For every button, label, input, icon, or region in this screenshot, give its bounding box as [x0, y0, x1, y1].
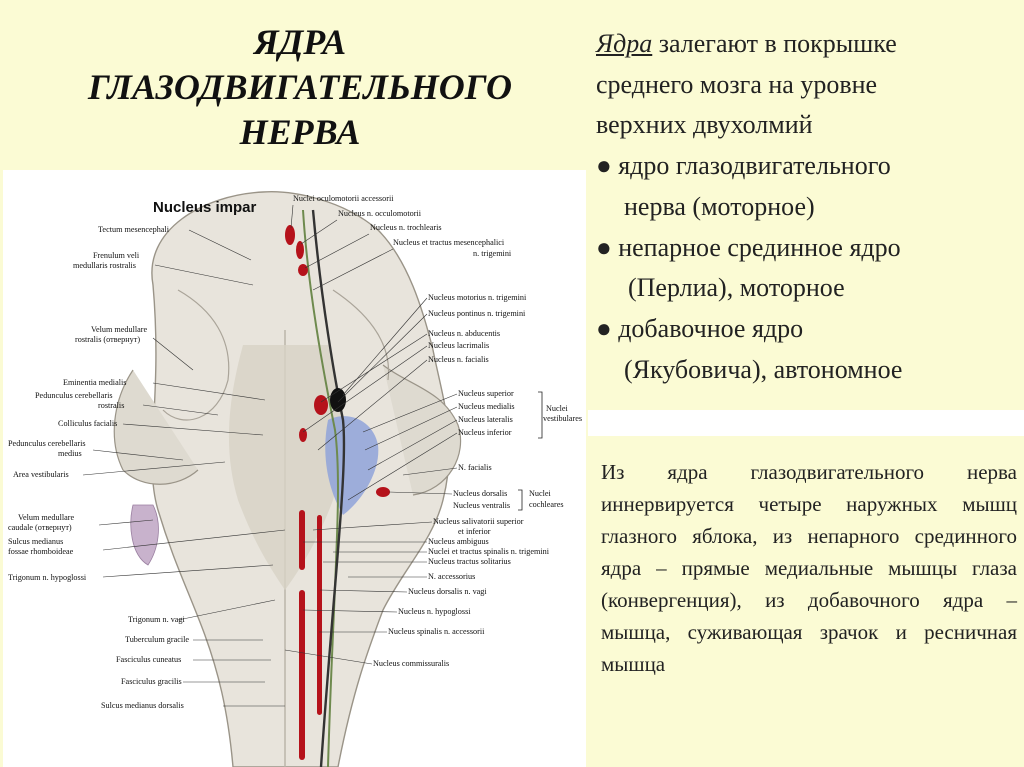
nucleus-oculomotor-accessory	[285, 225, 295, 245]
right-label-6: Nucleus superior	[458, 389, 514, 398]
left-label-18: Trigonum n. vagi	[128, 615, 186, 624]
right-label-7: Nucleus medialis	[458, 402, 515, 411]
left-label-5: rostralis (отвернут)	[75, 335, 140, 344]
right-label-14: et inferior	[458, 527, 491, 536]
right-label-21: Nucleus spinalis n. accessorii	[388, 627, 485, 636]
right-label-1: Nucleus motorius n. trigemini	[428, 293, 527, 302]
right-label-22: Nucleus commissuralis	[373, 659, 449, 668]
tract-green	[302, 209, 339, 767]
right-label-18: N. accessorius	[428, 572, 475, 581]
left-label-4: Velum medullare	[91, 325, 148, 334]
bullet-perlia-nucleus: ● непарное срединное ядро (Перлиа), мото…	[596, 228, 1016, 309]
right-label-2: Nucleus pontinus n. trigemini	[428, 309, 526, 318]
right-label-13: Nucleus salivatorii superior	[433, 517, 524, 526]
right-label-8: Nucleus lateralis	[458, 415, 513, 424]
left-label-22: Sulcus medianus dorsalis	[101, 701, 184, 710]
right-label-16: Nuclei et tractus spinalis n. trigemini	[428, 547, 550, 556]
right-label-12: Nucleus ventralis	[453, 501, 510, 510]
right-label-3: Nucleus n. abducentis	[428, 329, 500, 338]
left-label-17: Trigonum n. hypoglossi	[8, 573, 87, 582]
right-label-15: Nucleus ambiguus	[428, 537, 489, 546]
bullet-oculomotor-nucleus: ● ядро глазодвигательного нерва (моторно…	[596, 146, 1016, 227]
right-label-4: Nucleus lacrimalis	[428, 341, 489, 350]
left-label-6: Eminentia medialis	[63, 378, 126, 387]
rhomboid-fossa	[228, 345, 343, 590]
intro-line-3: верхних двухолмий	[596, 110, 813, 140]
vestibular-brace	[538, 391, 543, 439]
right-label-17: Nucleus tractus solitarius	[428, 557, 511, 566]
nucleus-hypoglossal	[299, 590, 305, 760]
left-label-14: caudale (отвернут)	[8, 523, 72, 532]
left-label-19: Tuberculum gracile	[125, 635, 189, 644]
left-label-12: Area vestibularis	[13, 470, 69, 479]
bullet-yakubovich-nucleus: ● добавочное ядро (Якубовича), автономно…	[596, 309, 1016, 390]
section-divider	[588, 410, 1024, 436]
title-line-3: НЕРВА	[239, 112, 361, 152]
nucleus-motor-trigeminal	[330, 388, 346, 412]
title-line-2: ГЛАЗОДВИГАТЕЛЬНОГО	[88, 67, 512, 107]
right-peduncle	[382, 364, 462, 496]
bullet-1-line-2: нерва (моторное)	[624, 191, 815, 221]
top-label-4: Nucleus et tractus mesencephalici	[393, 238, 505, 247]
velum-right	[332, 289, 390, 381]
right-label-19: Nucleus dorsalis n. vagi	[408, 587, 487, 596]
leader-lines	[82, 204, 458, 707]
right-label-9: Nucleus inferior	[458, 428, 512, 437]
intro-line-1-rest: залегают в покрышке	[652, 29, 897, 58]
left-label-21: Fasciculus gracilis	[121, 677, 182, 686]
left-peduncle	[113, 369, 199, 485]
left-label-2: Frenulum veli	[93, 251, 140, 260]
left-label-15: Sulcus medianus	[8, 537, 63, 546]
left-label-20: Fasciculus cuneatus	[116, 655, 181, 664]
left-label-10: Pedunculus cerebellaris	[8, 439, 86, 448]
left-label-13: Velum medullare	[18, 513, 75, 522]
left-label-1: Tectum mesencephali	[98, 225, 170, 234]
group-cochlear-2: cochleares	[529, 500, 564, 509]
top-label-3: Nucleus n. trochlearis	[370, 223, 442, 232]
nucleus-lacrimal	[299, 428, 307, 442]
bullet-2-line-2: (Перлиа), моторное	[628, 273, 845, 303]
intro-keyword: Ядра	[596, 29, 653, 58]
choroid-plexus	[130, 504, 159, 566]
group-cochlear-1: Nuclei	[529, 489, 552, 498]
nucleus-oculomotor	[296, 241, 304, 259]
slide-title: ЯДРА ГЛАЗОДВИГАТЕЛЬНОГО НЕРВА	[20, 20, 580, 155]
nucleus-cochlear	[376, 487, 390, 497]
left-label-11: medius	[58, 449, 82, 458]
top-label-5: n. trigemini	[473, 249, 512, 258]
innervation-paragraph: Из ядра глазодвигательного нерва иннерви…	[601, 460, 1017, 676]
top-label-2: Nucleus n. occulomotorii	[338, 209, 422, 218]
right-label-10: N. facialis	[458, 463, 492, 472]
group-vestibular-1: Nuclei	[546, 404, 569, 413]
intro-text-block: Ядра залегают в покрышке среднего мозга …	[596, 24, 1016, 390]
title-line-1: ЯДРА	[253, 22, 347, 62]
velum-left	[162, 289, 230, 421]
group-vestibular-2: vestibulares	[543, 414, 582, 423]
top-label-1: Nuclei oculomotorii accessorii	[293, 194, 394, 203]
cochlear-brace	[518, 489, 523, 511]
brainstem-illustration: Nucleus impar Nuclei oculomotorii access…	[8, 191, 582, 767]
nucleus-abducens	[314, 395, 328, 415]
bullet-1-line-1: ● ядро глазодвигательного	[596, 151, 891, 181]
intro-line-1: Ядра залегают в покрышке	[596, 24, 1016, 65]
right-label-20: Nucleus n. hypoglossi	[398, 607, 471, 616]
bullet-2-line-1: ● непарное срединное ядро	[596, 232, 901, 262]
intro-line-2: среднего мозга на уровне	[596, 69, 878, 99]
left-label-7: Pedunculus cerebellaris	[35, 391, 113, 400]
nucleus-spinal-accessory	[317, 515, 322, 715]
right-label-5: Nucleus n. facialis	[428, 355, 489, 364]
figure-heading: Nucleus impar	[153, 199, 257, 216]
left-label-8: rostralis	[98, 401, 124, 410]
right-label-11: Nucleus dorsalis	[453, 489, 507, 498]
bullet-3-line-1: ● добавочное ядро	[596, 313, 804, 343]
bullet-3-line-2: (Якубовича), автономное	[624, 354, 903, 384]
nucleus-trochlear	[298, 264, 308, 276]
brainstem-figure: Nucleus impar Nuclei oculomotorii access…	[3, 170, 586, 767]
left-label-3: medullaris rostralis	[73, 261, 136, 270]
nucleus-ambiguus	[299, 510, 305, 570]
left-label-9: Colliculus facialis	[58, 419, 117, 428]
left-label-16: fossae rhomboideae	[8, 547, 74, 556]
